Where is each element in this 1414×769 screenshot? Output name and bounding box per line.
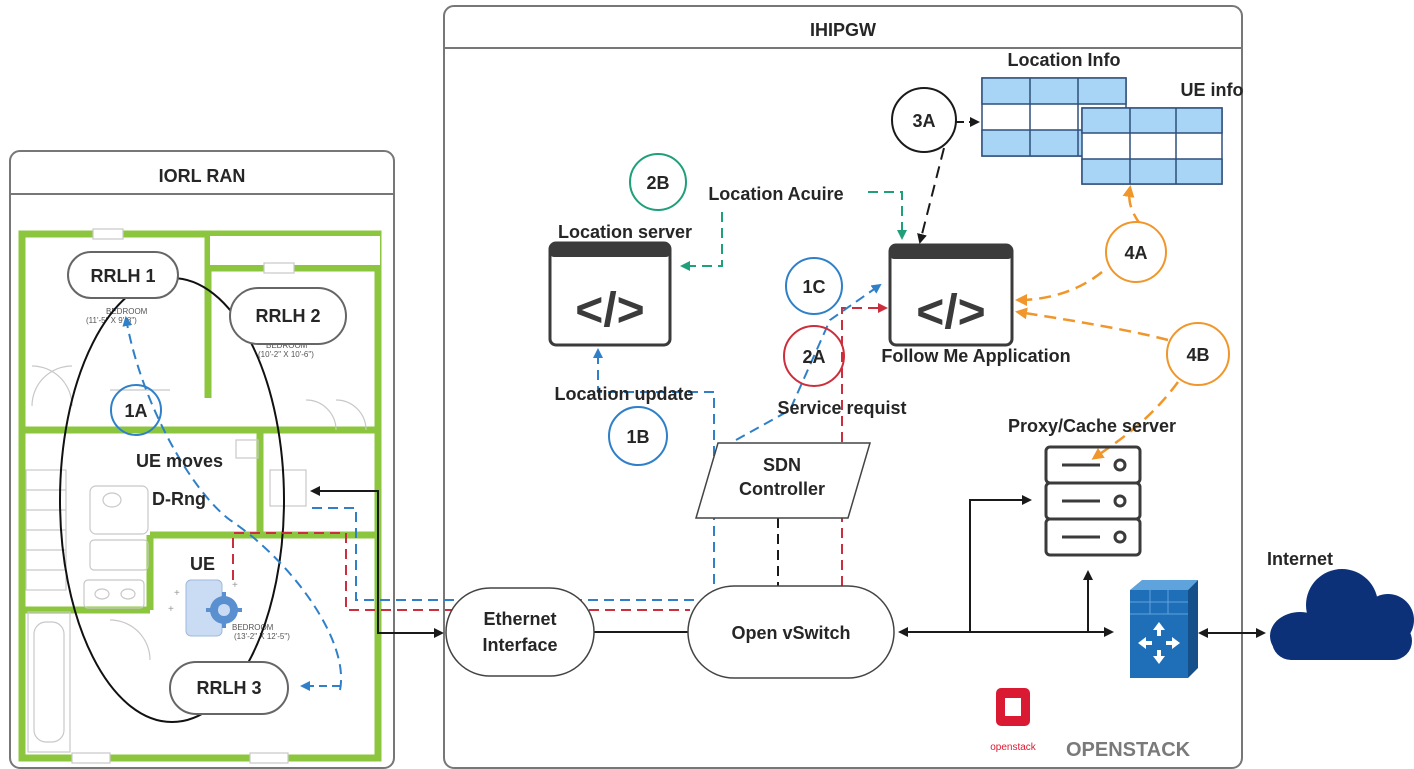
step-1c-label: 1C [802,277,825,297]
ethernet-label-1: Ethernet [483,609,556,629]
green-flow-acquire-app [868,191,907,240]
rrlh-3: RRLH 3 [169,661,289,715]
step-1a-label: 1A [124,401,147,421]
room1-name: BEDROOM [106,307,148,316]
orange-flow-4b-app [1015,307,1169,342]
room2-name: BEDROOM [266,341,308,350]
sdn-controller-label-1: SDN [763,455,801,475]
step-2b-label: 2B [646,173,669,193]
room3-size: (13'-2" X 12'-5") [234,632,290,641]
step-4a: 4A [1105,221,1167,283]
red-flow-switch-app [841,303,888,586]
step-1b-label: 1B [626,427,649,447]
ue-info-table [1081,107,1223,185]
ue-label: UE [190,554,215,574]
openstack-label: OPENSTACK [1066,739,1191,761]
blue-flow-location-update [593,348,715,440]
cloud-icon [1270,569,1414,660]
red-flow-ue-switch [232,532,690,611]
step-2a: 2A [783,325,845,387]
orange-flow-4a-ueinfo [1122,185,1142,225]
black-flow-table-app [917,147,945,244]
svg-text:</>: </> [575,284,644,337]
ethernet-label-2: Interface [482,635,557,655]
link-ovs-proxy [969,495,1032,632]
step-2b: 2B [629,153,687,211]
open-vswitch: Open vSwitch [687,585,895,679]
location-acquire-label: Location Acuire [708,184,843,204]
step-1a: 1A [110,384,162,436]
orange-flow-4b-proxy [1091,381,1180,460]
ue-info-label: UE info [1181,80,1244,100]
server-icon [1044,445,1142,557]
link-ran-ethernet [310,486,444,638]
step-1c: 1C [785,257,843,315]
svg-text:+: + [168,604,174,615]
openstack-logo-icon: openstack [990,688,1037,753]
openstack-logo-text: openstack [990,742,1037,753]
rrlh-2-label: RRLH 2 [255,306,320,326]
rrlh-2: RRLH 2 [229,287,347,345]
code-window-icon: </> [888,243,1014,347]
svg-text:</>: </> [916,286,985,339]
step-2a-label: 2A [802,347,825,367]
step-4b: 4B [1166,322,1230,386]
location-update-label: Location update [555,384,694,404]
green-flow-acquire-server [680,212,723,271]
rrlh-3-label: RRLH 3 [196,678,261,698]
rrlh-1: RRLH 1 [67,251,179,299]
location-info-label: Location Info [1008,50,1121,70]
proxy-cache-label: Proxy/Cache server [1008,416,1176,436]
sdn-controller-label-2: Controller [739,479,825,499]
phone-gear-icon: + + + [168,579,242,637]
d-rng-label: D-Rng [152,489,206,509]
location-server-label: Location server [558,222,692,242]
internet-label: Internet [1267,549,1333,569]
code-window-icon: </> [548,241,672,347]
room3-name: BEDROOM [232,623,274,632]
iorl-ran-title: IORL RAN [159,166,246,186]
service-request-label: Service requist [777,398,906,418]
ihipgw-title: IHIPGW [810,20,876,40]
ovs-label: Open vSwitch [731,623,850,643]
rrlh-1-label: RRLH 1 [90,266,155,286]
step-3a-label: 3A [912,111,935,131]
sdn-controller: SDN Controller [694,442,872,519]
orange-flow-4a-app [1015,271,1103,306]
step-4b-label: 4B [1186,345,1209,365]
step-4a-label: 4A [1124,243,1147,263]
room2-size: (10'-2" X 10'-6") [258,350,314,359]
svg-text:+: + [232,580,238,591]
firewall-router-icon [1130,580,1198,678]
step-1b: 1B [608,406,668,466]
svg-text:+: + [174,588,180,599]
ethernet-interface: Ethernet Interface [445,587,595,677]
room1-size: (11'-5" X 9'-8") [86,316,137,325]
follow-me-app-label: Follow Me Application [881,346,1070,366]
step-3a: 3A [891,87,957,153]
ue-moves-label: UE moves [136,451,223,471]
